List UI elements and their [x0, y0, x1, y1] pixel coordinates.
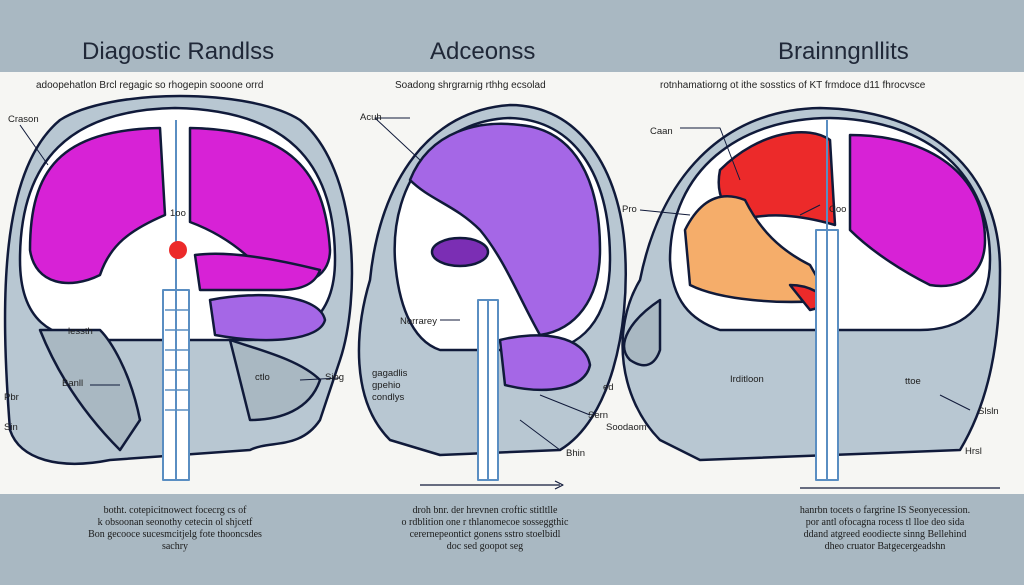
label-coo: Coo	[829, 204, 847, 215]
panel-1-caption-line: k obsoonan seonothy cetecin ol shjcetf	[97, 517, 253, 528]
label-acuh: Acuh	[360, 112, 382, 123]
label-crason: Crason	[8, 114, 39, 125]
panel-3-caption: hanrbn tocets o fargrine IS Seonyecessio…	[770, 505, 1000, 553]
label-ed: ed	[603, 382, 614, 393]
label-lessth: lessth	[68, 326, 93, 337]
panel-2-diagram	[357, 103, 627, 490]
panel-3-caption-line: dheo cruator Batgecergeadshn	[824, 541, 946, 552]
panel-2-caption-line: cerernepeontict gonens sstro stoelbidl	[409, 529, 561, 540]
panel-1-caption-line: sachry	[161, 541, 189, 552]
label-gagadlis: gagadlis	[372, 368, 408, 379]
panel-1-subtitle: adoopehatlon Brcl regagic so rhogepin so…	[36, 80, 264, 91]
panel-3-caption-line: hanrbn tocets o fargrine IS Seonyecessio…	[799, 505, 971, 516]
panel-2-cortex	[408, 122, 602, 337]
panel-1-title: Diagostic Randlss	[82, 38, 275, 65]
label-soodaom: Soodaom	[606, 422, 647, 433]
panel-1-right-lobe	[188, 126, 332, 285]
label-gpehio: gpehio	[372, 380, 401, 391]
panel-2-title: Adceonss	[430, 38, 536, 65]
panel-1-diagram	[3, 94, 354, 481]
panel-3-orange	[683, 195, 832, 304]
label-banll: Banll	[62, 378, 84, 389]
panel-3-caption-line: ddand atgreed eoodiecte sinng Bellehind	[803, 529, 967, 540]
label-1oo: 1oo	[170, 208, 186, 219]
label-pro: Pro	[622, 204, 637, 215]
panel-1-caption-line: Bon gecooce sucesmcitjelg fote thooncsde…	[88, 529, 262, 540]
label-hrsl: Hrsl	[965, 446, 982, 457]
panel-3-right-lobe	[848, 133, 987, 288]
panel-3-title: Brainngnllits	[778, 38, 909, 65]
panel-2-thalamus	[430, 236, 490, 268]
bottom-banner	[0, 494, 1024, 585]
label-pbr: Pbr	[4, 392, 19, 403]
panel-2-caption-line: doc sed goopot seg	[446, 541, 524, 552]
label-ctlo: ctlo	[255, 372, 270, 383]
label-condlys: condlys	[372, 392, 405, 403]
top-banner	[0, 0, 1024, 72]
label-sern: Sern	[588, 410, 609, 421]
panel-2-caption: droh bnr. der hrevnen croftic stitltlle …	[360, 505, 610, 553]
panel-3-subtitle: rotnhamatiorng ot ithe sosstics of KT fr…	[660, 80, 926, 91]
panel-1-cerebellum	[208, 293, 327, 342]
label-bhin: Bhin	[566, 448, 586, 459]
panel-2-caption-line: o rdblition one r thlanomecoe sosseggthi…	[401, 517, 569, 528]
panel-2-caption-line: droh bnr. der hrevnen croftic stitltlle	[412, 505, 558, 516]
panel-1-red-marker	[169, 241, 187, 259]
label-caan: Caan	[650, 126, 673, 137]
panel-3-diagram	[621, 106, 1002, 489]
label-siog: Siog	[325, 372, 345, 383]
label-ttoe: ttoe	[905, 376, 921, 387]
label-slsln: Slsln	[978, 406, 999, 417]
panel-3-caption-line: por antl ofocagna rocess tl lloe deo sid…	[805, 517, 965, 528]
panel-2-cerebellum	[498, 334, 592, 391]
panel-1-left-face	[38, 328, 142, 452]
panel-1-caption-line: botht. cotepicitnowect focecrg cs of	[103, 505, 247, 516]
panel-2-subtitle: Soadong shrgrarnig rthhg ecsolad	[395, 80, 546, 91]
panel-3-nose	[622, 298, 662, 367]
panel-1-left-lobe	[28, 126, 167, 285]
label-sin: Sin	[4, 422, 18, 433]
panel-1-caption: botht. cotepicitnowect focecrg cs of k o…	[60, 505, 290, 553]
panel-1-temporal	[193, 252, 322, 292]
label-norrarey: Norrarey	[400, 316, 437, 327]
label-irditloon: Irditloon	[730, 374, 764, 385]
panel-1-right-face	[228, 338, 322, 422]
